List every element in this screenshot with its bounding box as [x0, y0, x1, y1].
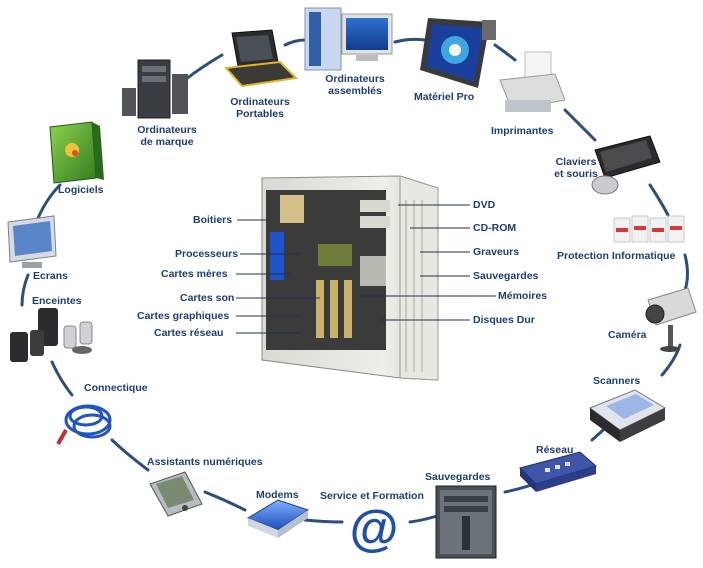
label-ordinateurs-portables: Ordinateurs Portables — [220, 96, 300, 120]
label-camera: Caméra — [608, 329, 647, 341]
label-protection-informatique: Protection Informatique — [557, 250, 676, 262]
label-ordinateurs-de-marque-line1: Ordinateurs — [137, 124, 197, 136]
label-sauvegardes-pc: Sauvegardes — [473, 270, 539, 282]
pda-icon — [149, 471, 203, 517]
label-assistants-numeriques: Assistants numériques — [147, 456, 263, 468]
label-cartes-son: Cartes son — [180, 292, 235, 304]
label-cd-rom: CD-ROM — [473, 222, 517, 234]
label-claviers-line1: Claviers — [555, 156, 597, 168]
scanner-icon — [588, 389, 667, 442]
keyboard-mouse-icon — [591, 135, 661, 195]
label-claviers-et-souris: Claviers et souris — [536, 156, 616, 180]
label-ordinateurs-assembles: Ordinateurs assemblés — [315, 73, 395, 97]
label-modems: Modems — [256, 489, 299, 501]
printer-icon — [499, 51, 566, 112]
branded-computer-icon — [122, 59, 188, 119]
label-graveurs: Graveurs — [473, 246, 520, 258]
label-connectique: Connectique — [84, 382, 148, 394]
cable-icon — [56, 404, 112, 445]
label-sauvegardes-server: Sauvegardes — [425, 471, 491, 483]
label-processeurs: Processeurs — [175, 248, 239, 260]
camera-icon — [645, 287, 697, 352]
label-reseau: Réseau — [536, 444, 574, 456]
label-ordinateurs-portables-line1: Ordinateurs — [230, 96, 290, 108]
label-service-et-formation: Service et Formation — [320, 490, 424, 502]
software-box-icon — [49, 121, 104, 184]
label-ordinateurs-portables-line2: Portables — [236, 108, 284, 120]
label-cartes-graphiques: Cartes graphiques — [137, 310, 230, 322]
label-ordinateurs-assembles-line1: Ordinateurs — [325, 73, 385, 85]
assembled-computer-icon — [304, 7, 393, 71]
security-software-icon — [613, 215, 685, 243]
at-sign-icon: @ — [350, 500, 399, 556]
label-ordinateurs-de-marque: Ordinateurs de marque — [127, 124, 207, 148]
backup-server-icon — [435, 485, 497, 559]
label-ecrans: Ecrans — [33, 270, 69, 282]
label-cartes-reseau: Cartes réseau — [154, 327, 224, 339]
plotter-icon — [420, 18, 496, 88]
label-scanners: Scanners — [593, 375, 641, 387]
laptop-icon — [223, 29, 299, 88]
label-boitiers: Boitiers — [193, 214, 233, 226]
svg-text:@: @ — [350, 500, 399, 556]
label-ordinateurs-assembles-line2: assemblés — [328, 85, 382, 97]
label-ordinateurs-de-marque-line2: de marque — [140, 136, 194, 148]
label-dvd: DVD — [473, 199, 496, 211]
speakers-icon — [10, 308, 93, 362]
leader-lines — [236, 204, 496, 334]
label-enceintes: Enceintes — [32, 295, 82, 307]
label-memoires: Mémoires — [498, 290, 548, 302]
network-switch-icon — [519, 451, 598, 492]
label-claviers-line2: et souris — [554, 168, 598, 180]
label-logiciels: Logiciels — [58, 184, 104, 196]
modem-icon — [246, 499, 310, 538]
label-cartes-meres: Cartes mères — [161, 268, 228, 280]
central-pc-tower — [261, 175, 439, 381]
label-materiel-pro: Matériel Pro — [414, 91, 475, 103]
label-disques-dur: Disques Dur — [473, 314, 535, 326]
label-imprimantes: Imprimantes — [491, 125, 554, 137]
monitor-icon — [7, 215, 57, 268]
